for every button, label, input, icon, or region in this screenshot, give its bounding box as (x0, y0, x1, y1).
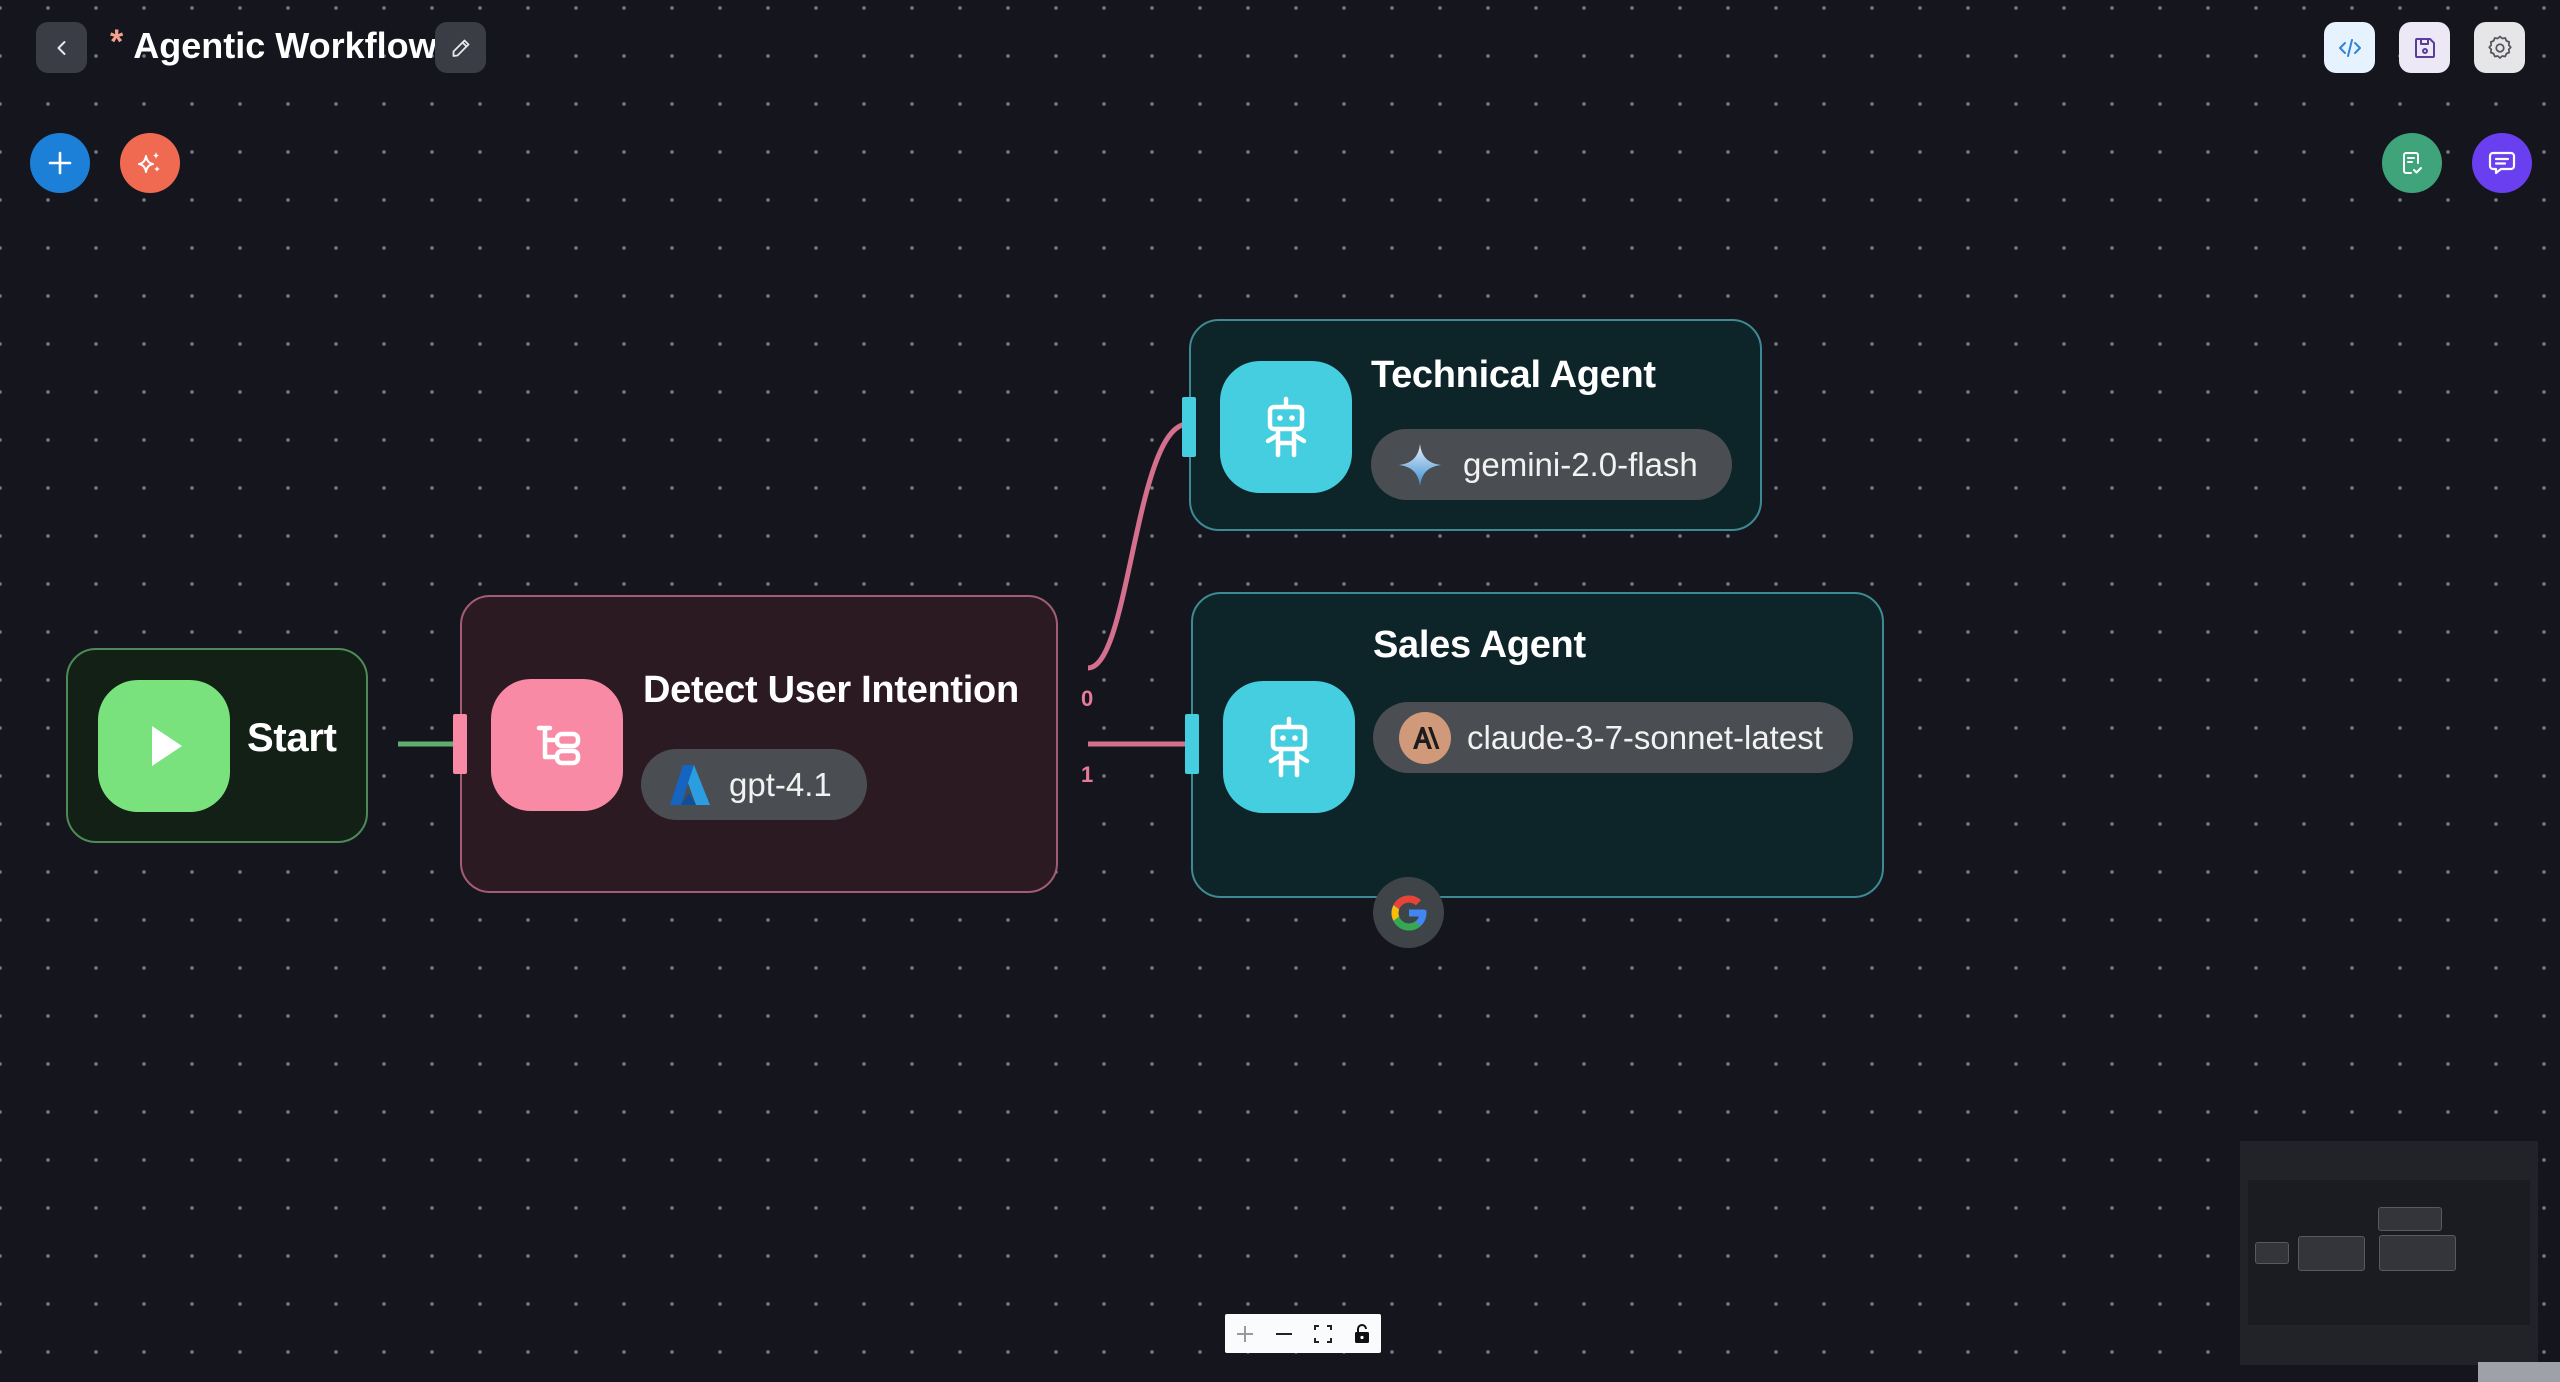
model-badge[interactable]: gpt-4.1 (641, 749, 867, 820)
code-view-button[interactable] (2324, 22, 2375, 73)
technical-agent-node[interactable]: Technical Agent gemini-2.0-flash (1189, 319, 1762, 531)
anthropic-icon (1399, 711, 1451, 764)
minimap-node-start (2255, 1242, 2289, 1264)
play-icon (152, 726, 182, 766)
model-badge[interactable]: gemini-2.0-flash (1371, 429, 1732, 500)
technical-input-handle[interactable] (1182, 397, 1196, 457)
output-label-0: 0 (1081, 686, 1094, 711)
model-name: claude-3-7-sonnet-latest (1467, 718, 1823, 756)
robot-icon (1265, 396, 1307, 458)
plus-icon (48, 151, 72, 175)
fit-view-button[interactable] (1303, 1314, 1342, 1353)
add-node-button[interactable] (30, 133, 90, 193)
checklist-icon (2403, 152, 2422, 174)
start-node[interactable]: Start (66, 648, 368, 843)
attribution-panel (2478, 1362, 2560, 1382)
chat-button[interactable] (2472, 133, 2532, 193)
edge-detect-technical (1087, 421, 1189, 671)
technical-agent-title: Technical Agent (1371, 354, 1656, 396)
workflow-title: Agentic Workflow (133, 25, 437, 66)
minimap-node-detect (2298, 1236, 2365, 1271)
output-label-1: 1 (1081, 762, 1094, 787)
minus-icon (1275, 1332, 1292, 1335)
google-tool-button[interactable] (1373, 877, 1444, 948)
technical-agent-icon (1220, 361, 1352, 493)
model-name: gemini-2.0-flash (1463, 445, 1698, 483)
gear-icon (2487, 35, 2512, 59)
canvas-controls (1225, 1314, 1381, 1353)
unsaved-marker: * (110, 22, 124, 61)
detect-input-handle[interactable] (453, 714, 467, 774)
pencil-icon (452, 39, 469, 57)
chevron-left-icon (57, 40, 65, 55)
fit-view-icon (1313, 1324, 1332, 1343)
model-name: gpt-4.1 (729, 765, 832, 803)
gemini-icon (1399, 443, 1441, 486)
ai-generate-button[interactable] (120, 133, 180, 193)
plus-icon (1236, 1325, 1253, 1342)
validate-button[interactable] (2382, 133, 2442, 193)
sales-agent-title: Sales Agent (1373, 624, 1586, 666)
unlock-icon (1354, 1323, 1369, 1343)
start-node-icon (98, 680, 230, 812)
model-badge[interactable]: claude-3-7-sonnet-latest (1373, 702, 1853, 773)
back-button[interactable] (36, 22, 87, 73)
robot-icon (1268, 716, 1310, 778)
minimap-node-technical (2378, 1207, 2442, 1231)
minimap[interactable] (2240, 1141, 2538, 1365)
settings-button[interactable] (2474, 22, 2525, 73)
lock-button[interactable] (1342, 1314, 1381, 1353)
detect-intention-node[interactable]: Detect User Intention gpt-4.1 (460, 595, 1058, 893)
zoom-in-button[interactable] (1225, 1314, 1264, 1353)
save-icon (2414, 37, 2435, 58)
zoom-out-button[interactable] (1264, 1314, 1303, 1353)
detect-node-title: Detect User Intention (643, 669, 1019, 711)
page-title: * Agentic Workflow (110, 18, 437, 74)
detect-node-icon (491, 679, 623, 811)
branch-icon (536, 725, 581, 766)
google-icon (1391, 895, 1426, 930)
code-icon (2338, 38, 2361, 57)
sales-input-handle[interactable] (1185, 714, 1199, 774)
edit-title-button[interactable] (435, 22, 486, 73)
sales-agent-icon (1223, 681, 1355, 813)
chat-icon (2488, 151, 2516, 175)
start-node-label: Start (247, 716, 337, 760)
sparkles-icon (138, 152, 160, 173)
sales-agent-node[interactable]: Sales Agent claude-3-7-sonnet-latest (1191, 592, 1884, 898)
save-button[interactable] (2399, 22, 2450, 73)
minimap-node-sales (2379, 1235, 2456, 1271)
azure-icon (670, 764, 710, 805)
